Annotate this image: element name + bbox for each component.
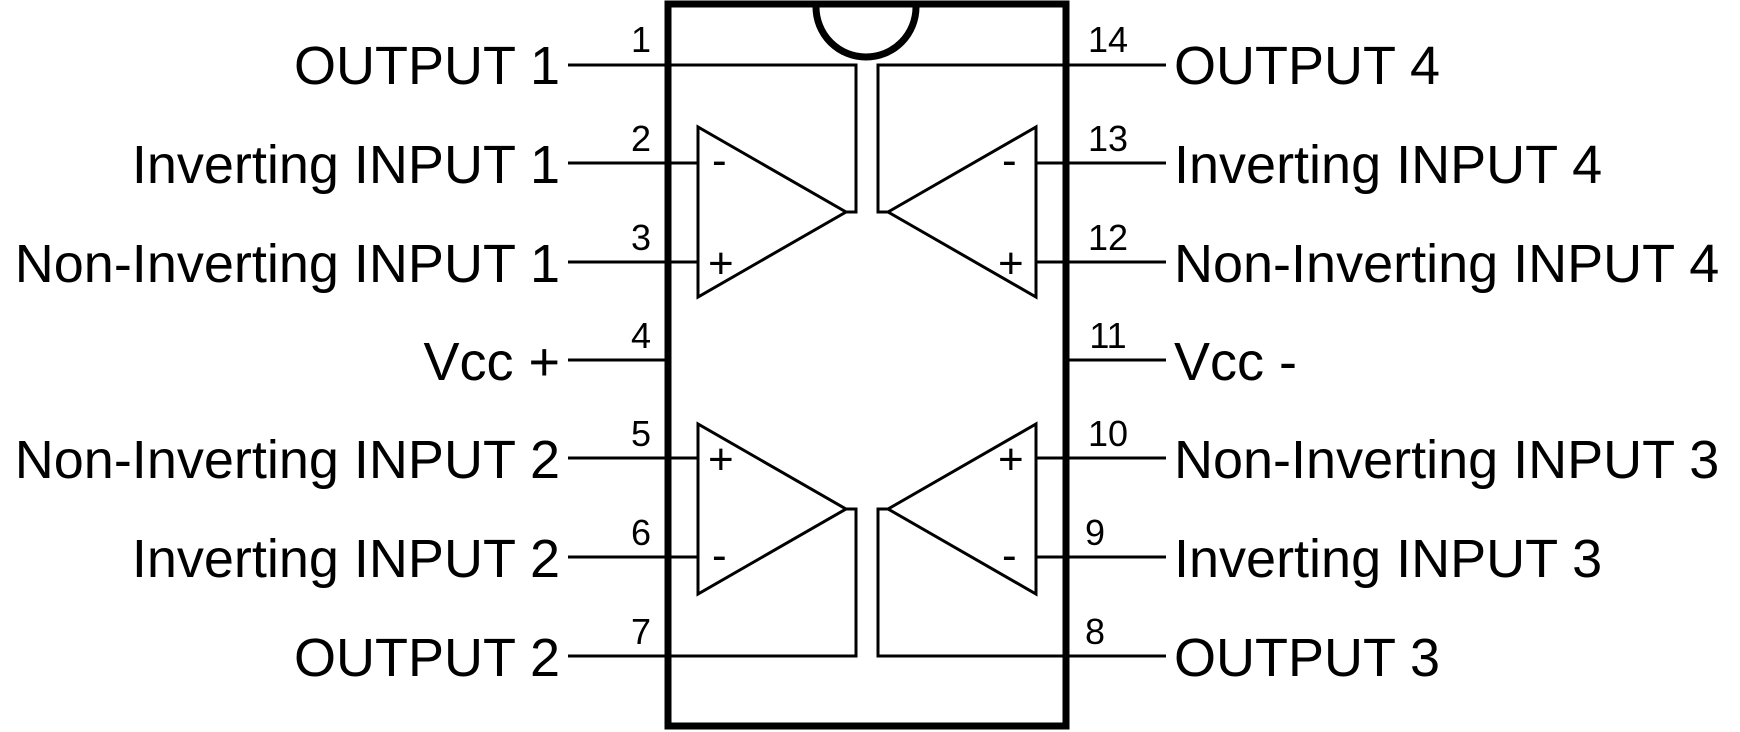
amp1-plus-sign: +	[708, 239, 734, 288]
pin-number-6: 6	[631, 512, 651, 553]
pin-label-2: Inverting INPUT 1	[132, 135, 560, 195]
pin-number-9: 9	[1085, 512, 1105, 553]
opamp-1-triangle	[696, 124, 850, 300]
amp2-minus-sign: -	[712, 531, 727, 580]
pin-number-5: 5	[631, 413, 651, 454]
pin-number-11: 11	[1089, 315, 1126, 356]
pin-number-10: 10	[1088, 413, 1128, 454]
opamp-4-triangle	[884, 124, 1038, 300]
pin-number-7: 7	[631, 611, 651, 652]
pin-label-4: Vcc +	[423, 332, 560, 392]
amp4-input-wires	[1036, 161, 1066, 264]
pin-number-14: 14	[1088, 19, 1128, 60]
pin-number-13: 13	[1088, 118, 1128, 159]
amp2-plus-sign: +	[708, 435, 734, 484]
pin-number-12: 12	[1088, 217, 1128, 258]
pin-label-3: Non-Inverting INPUT 1	[15, 234, 560, 294]
pin-label-10: Non-Inverting INPUT 3	[1174, 430, 1719, 490]
pin-label-14: OUTPUT 4	[1174, 36, 1440, 96]
opamp-3-triangle	[884, 421, 1038, 597]
pin-label-7: OUTPUT 2	[294, 628, 560, 688]
amp3-plus-sign: +	[998, 435, 1024, 484]
ic-package-body	[664, 0, 1070, 730]
pin-number-1: 1	[631, 19, 651, 60]
pin-number-3: 3	[631, 217, 651, 258]
opamp-2-triangle	[696, 421, 850, 597]
pin-label-5: Non-Inverting INPUT 2	[15, 430, 560, 490]
amp3-minus-sign: -	[1002, 531, 1017, 580]
amp3-input-wires	[1036, 456, 1066, 559]
pin-number-8: 8	[1085, 611, 1105, 652]
amp3-output-wire	[876, 507, 1066, 658]
amp1-minus-sign: -	[712, 136, 727, 185]
amp4-minus-sign: -	[1002, 136, 1017, 185]
amp1-output-wire	[668, 63, 858, 214]
pin-label-9: Inverting INPUT 3	[1174, 529, 1602, 589]
amp2-input-wires	[668, 456, 698, 559]
pin-label-6: Inverting INPUT 2	[132, 529, 560, 589]
pin1-notch	[812, 6, 920, 61]
pin-label-12: Non-Inverting INPUT 4	[1174, 234, 1719, 294]
pin-label-8: OUTPUT 3	[1174, 628, 1440, 688]
amp4-plus-sign: +	[998, 239, 1024, 288]
pin-label-13: Inverting INPUT 4	[1174, 135, 1602, 195]
pin-number-4: 4	[631, 315, 651, 356]
pin-label-1: OUTPUT 1	[294, 36, 560, 96]
amp1-input-wires	[668, 161, 698, 264]
pin-label-11: Vcc -	[1174, 332, 1297, 392]
amp4-output-wire	[876, 63, 1066, 214]
amp2-output-wire	[668, 507, 858, 658]
pin-number-2: 2	[631, 118, 651, 159]
